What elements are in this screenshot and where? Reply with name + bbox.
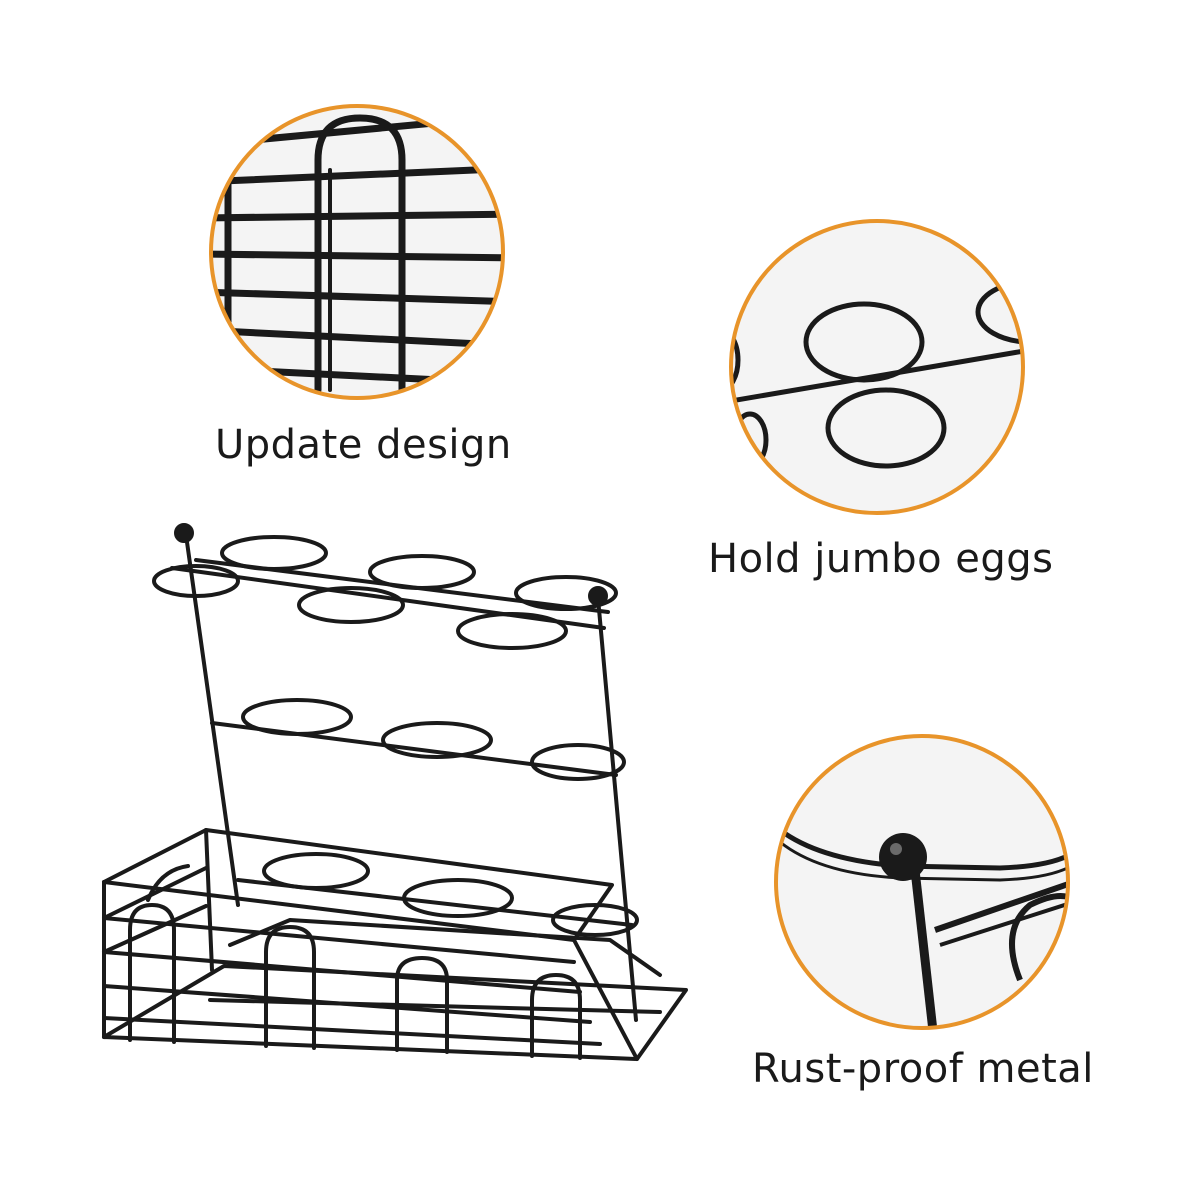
rings-closeup-icon [729, 219, 1025, 515]
feature-caption-rust-proof-metal: Rust-proof metal [752, 1046, 1094, 1092]
feature-caption-update-design: Update design [215, 422, 512, 468]
ball-finial-closeup-icon [774, 734, 1070, 1030]
egg-rack-illustration-icon [102, 523, 688, 1061]
feature-caption-hold-jumbo-eggs: Hold jumbo eggs [708, 536, 1054, 582]
handle-closeup-icon [209, 104, 505, 400]
